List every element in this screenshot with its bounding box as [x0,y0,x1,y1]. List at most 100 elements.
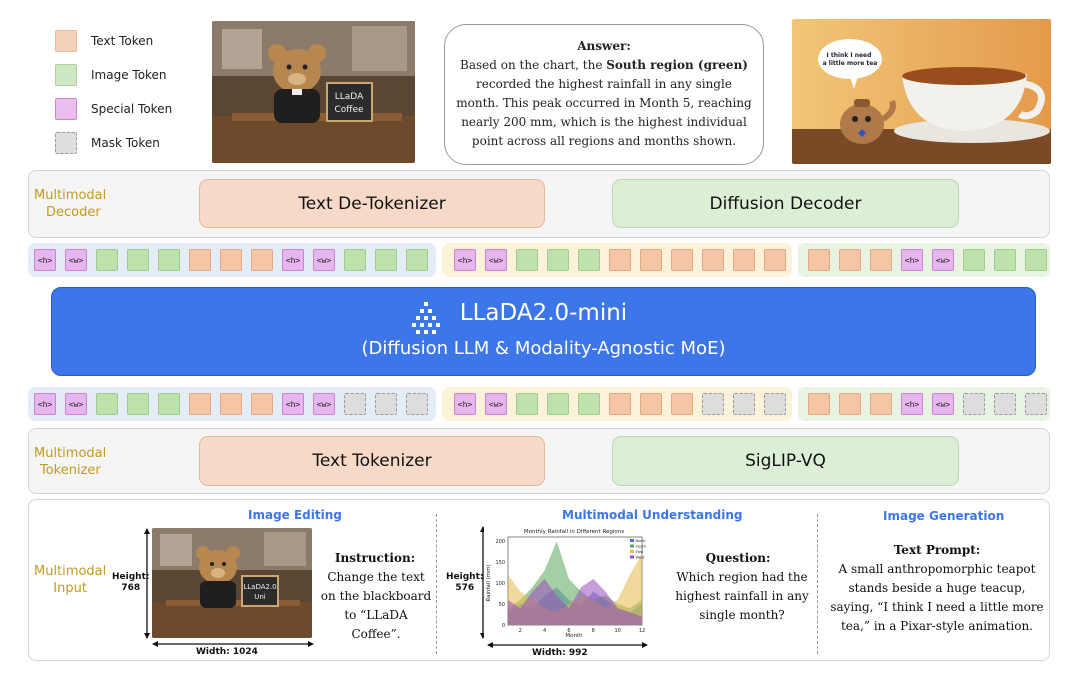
special-token-w: <w> [65,393,87,415]
section-divider-1 [436,514,437,654]
siglip-vq-box: SigLIP-VQ [612,436,959,486]
image-token [158,249,180,271]
understanding-height-label: Height:576 [446,572,484,593]
chart-xtick-label: 10 [614,628,620,634]
answer-prefix: Based on the chart, the [460,58,607,72]
text-token [671,393,693,415]
text-token [640,393,662,415]
editing-sign-line1: LLaDA2.0 [243,583,276,591]
text-detokenizer-box: Text De-Tokenizer [199,179,545,228]
chart-legend-label: South [636,545,646,549]
chart-title: Monthly Rainfall in Different Regions [524,529,624,535]
editing-dimension-arrows [144,528,314,647]
question-title: Question: [705,551,771,565]
mask-token [963,393,985,415]
text-token [609,249,631,271]
special-token-w: <w> [932,249,954,271]
answer-rest: recorded the highest rainfall in any sin… [456,77,752,148]
chart-legend-label: West [636,556,645,560]
legend-label-image: Image Token [91,68,167,82]
instruction-text: Change the text on the blackboard to “LL… [320,570,432,641]
chart-legend-swatch [630,550,634,553]
special-token-w: <w> [485,393,507,415]
chart-legend-label: North [636,539,646,543]
chart-ytick-label: 50 [499,602,505,608]
understanding-width-label: Width: 992 [532,648,588,658]
model-title: LLaDA2.0-mini [459,300,628,326]
chart-legend-swatch [630,539,634,542]
bear-cafe-photo: LLaDA Coffee [212,21,415,163]
chart-xtick-label: 4 [543,628,546,634]
text-token [609,393,631,415]
text-token [251,393,273,415]
text-token [640,249,662,271]
special-token-w: <w> [313,393,335,415]
chart-xlabel: Month [565,633,583,639]
text-token [839,249,861,271]
chart-xtick-label: 6 [567,628,570,634]
legend-label-mask: Mask Token [91,136,160,150]
text-token [808,249,830,271]
text-prompt-title: Text Prompt: [893,543,981,557]
text-token [220,249,242,271]
special-token-w: <w> [65,249,87,271]
output-token-row: <h><w><h><w><h><w><h><w> [28,243,1050,277]
special-token-h: <h> [901,393,923,415]
rainfall-area-chart: Monthly Rainfall in Different Regions 2 4… [484,525,650,641]
mask-token [1025,393,1047,415]
special-token-h: <h> [282,393,304,415]
diffusion-decoder-box: Diffusion Decoder [612,179,959,228]
chart-legend-label: East [636,550,644,554]
text-token [251,249,273,271]
image-token [96,393,118,415]
legend-swatch-mask [55,132,77,154]
instruction-title: Instruction: [334,551,416,565]
mask-token [375,393,397,415]
text-token [870,249,892,271]
teapot-bubble-text: I think I need a little more tea [823,52,878,67]
text-token [189,249,211,271]
mask-token [344,393,366,415]
editing-input-photo: LLaDA2.0 Uni [152,528,312,638]
image-token [578,393,600,415]
chart-area-west [508,578,642,625]
mask-token [733,393,755,415]
editing-sign-line2: Uni [254,593,266,601]
answer-title: Answer: [577,39,631,53]
image-token [127,393,149,415]
image-token [516,249,538,271]
image-token [406,249,428,271]
image-token [158,393,180,415]
legend-text-token: Text Token [55,30,153,52]
input-token-row: <h><w><h><w><h><w><h><w> [28,387,1050,421]
chart-xtick-label: 2 [519,628,522,634]
model-subtitle: (Diffusion LLM & Modality-Agnostic MoE) [361,338,726,359]
image-token [96,249,118,271]
special-token-h: <h> [901,249,923,271]
chart-ylabel: Rainfall (mm) [486,564,492,601]
bear-sign-line1: LLaDA [335,92,364,102]
chart-ytick-label: 0 [502,623,505,629]
image-token [375,249,397,271]
text-prompt-text: A small anthropomorphic teapot stands be… [830,562,1044,633]
editing-height-label: Height:768 [112,572,150,593]
legend-swatch-text [55,30,77,52]
mask-token [702,393,724,415]
special-token-h: <h> [454,249,476,271]
answer-text: Based on the chart, the South region (gr… [453,56,755,151]
text-token [189,393,211,415]
image-token [994,249,1016,271]
llada-model-box: LLaDA2.0-mini (Diffusion LLM & Modality-… [51,287,1036,376]
section-divider-2 [817,514,818,654]
chart-legend-swatch [630,544,634,548]
special-token-h: <h> [454,393,476,415]
legend-image-token: Image Token [55,64,167,86]
image-token [344,249,366,271]
text-token [839,393,861,415]
legend-mask-token: Mask Token [55,132,160,154]
text-tokenizer-box: Text Tokenizer [199,436,545,486]
image-token [963,249,985,271]
